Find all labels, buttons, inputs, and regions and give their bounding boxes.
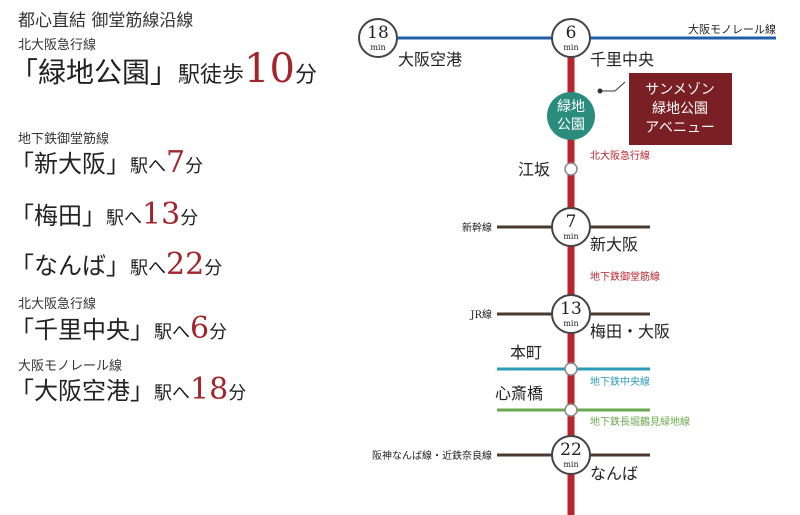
property-name-1: サンメゾン: [645, 82, 715, 98]
jr-label: JR線: [469, 308, 492, 321]
esaka-name: 江坂: [518, 160, 550, 179]
shinosaka-name: 新大阪: [590, 235, 638, 254]
property-name-3: アベニュー: [645, 120, 715, 136]
ryokuchi-station-marker: [547, 92, 595, 140]
namba-name: なんば: [590, 464, 638, 483]
route-1: 「新大阪」駅へ7分: [10, 144, 203, 180]
route-4-station: 「千里中央」: [10, 316, 154, 344]
route-2-station: 「梅田」: [10, 202, 106, 230]
route-3: 「なんば」駅へ22分: [10, 246, 222, 282]
route-3-minutes: 22: [166, 247, 205, 282]
route-3-station: 「なんば」: [10, 252, 130, 280]
airport-time: 18: [367, 23, 389, 43]
chuo-line-label: 地下鉄中央線: [590, 375, 650, 388]
property-leader: [600, 81, 626, 92]
route-3-unit: 分: [204, 258, 223, 279]
route-4-line: 北大阪急行線: [18, 297, 97, 312]
route-1-minutes: 7: [166, 145, 186, 180]
monorail-label: 大阪モノレール線: [688, 22, 776, 36]
shinsaibashi-station-marker: [564, 403, 578, 417]
namba-min: min: [563, 460, 578, 469]
primary-unit: 分: [294, 63, 317, 88]
route-4-unit: 分: [209, 322, 228, 343]
senri-station-marker: [551, 18, 591, 58]
route-2: 「梅田」駅へ13分: [10, 196, 198, 232]
senri-name: 千里中央: [590, 50, 654, 69]
kitakyu-line-label: 北大阪急行線: [590, 149, 650, 162]
route-4: 「千里中央」駅へ6分: [10, 310, 227, 346]
senri-time: 6: [566, 23, 577, 43]
route-4-minutes: 6: [190, 311, 210, 346]
primary-minutes: 10: [244, 46, 295, 92]
route-5-unit: 分: [228, 383, 247, 404]
route-1-station: 「新大阪」: [10, 150, 130, 178]
route-1-line: 地下鉄御堂筋線: [18, 132, 110, 147]
honmachi-name: 本町: [510, 343, 542, 362]
route-4-suffix: 駅へ: [154, 322, 190, 343]
shinosaka-station-marker: [551, 207, 591, 247]
shinkansen-label: 新幹線: [462, 221, 492, 234]
property-dot: [597, 88, 603, 94]
esaka-station-marker: [564, 162, 578, 176]
shinsaibashi-name: 心斎橋: [495, 384, 543, 403]
airport-name: 大阪空港: [398, 50, 462, 69]
route-2-suffix: 駅へ: [106, 208, 142, 229]
umeda-name: 梅田・大阪: [590, 322, 670, 341]
hanshin-label: 阪神なんば線・近鉄奈良線: [372, 449, 492, 462]
shinosaka-min: min: [563, 232, 578, 241]
route-2-minutes: 13: [142, 197, 181, 232]
ryokuchi-label-1: 緑地: [557, 99, 585, 115]
route-5-line: 大阪モノレール線: [18, 359, 123, 374]
property-name-2: 緑地公園: [652, 101, 708, 117]
route-2-unit: 分: [180, 208, 199, 229]
shinosaka-time: 7: [566, 212, 577, 232]
airport-station-marker: [358, 18, 398, 58]
namba-station-marker: [551, 435, 591, 475]
umeda-min: min: [563, 319, 578, 328]
route-1-suffix: 駅へ: [130, 156, 166, 177]
header-text: 都心直結 御堂筋線沿線: [18, 11, 194, 31]
route-3-suffix: 駅へ: [130, 258, 166, 279]
airport-min: min: [370, 43, 385, 52]
route-5-station: 「大阪空港」: [10, 377, 154, 405]
nagahori-line-label: 地下鉄長堀鶴見緑地線: [590, 415, 690, 428]
primary-line-label: 北大阪急行線: [18, 38, 97, 53]
primary-suffix: 駅徒歩: [178, 63, 245, 88]
namba-time: 22: [560, 440, 582, 460]
honmachi-station-marker: [564, 362, 578, 376]
primary-route: 「緑地公園」駅徒歩10分: [10, 46, 317, 92]
umeda-station-marker: [551, 294, 591, 334]
route-5-suffix: 駅へ: [154, 383, 190, 404]
property-box: [629, 73, 732, 145]
primary-station: 「緑地公園」: [10, 56, 179, 89]
route-1-unit: 分: [185, 156, 204, 177]
umeda-time: 13: [560, 299, 582, 319]
route-5-minutes: 18: [190, 372, 229, 407]
midosuji-line-label: 地下鉄御堂筋線: [590, 270, 660, 283]
ryokuchi-label-2: 公園: [557, 117, 585, 133]
route-5: 「大阪空港」駅へ18分: [10, 371, 246, 407]
senri-min: min: [563, 43, 578, 52]
